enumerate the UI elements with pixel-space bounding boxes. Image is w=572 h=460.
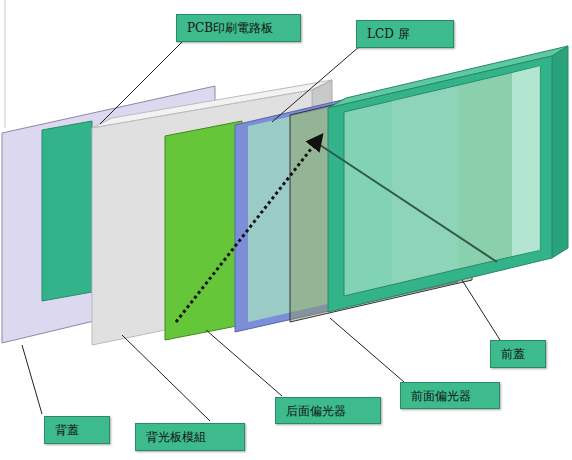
leader-line — [330, 318, 404, 382]
leader-line — [22, 345, 42, 414]
light-ray — [320, 145, 497, 262]
part-label: PCB印刷電路板 — [187, 21, 273, 35]
front-cover-side — [552, 46, 568, 258]
part-label: 前面偏光器 — [411, 389, 471, 403]
front-cover-band — [458, 73, 512, 268]
callout-box: 后面偏光器 — [275, 397, 381, 424]
callout-box: 背光板模組 — [135, 423, 245, 451]
part-label: 后面偏光器 — [286, 404, 346, 418]
leader-line — [462, 280, 500, 340]
callout-box: PCB印刷電路板 — [176, 14, 301, 42]
leader-line — [100, 42, 182, 124]
callout-box: 前蓋 — [490, 340, 546, 368]
leader-line — [272, 46, 360, 122]
part-label: 背蓋 — [55, 423, 79, 437]
callout-box: LCD 屏 — [356, 20, 454, 48]
guide-line — [5, 0, 6, 128]
leader-line — [206, 330, 282, 396]
light-path-arrow — [176, 140, 318, 322]
front-cover-band — [392, 86, 458, 284]
rear-polarizer — [165, 121, 242, 340]
pcb-board — [42, 121, 92, 301]
part-label: 前蓋 — [501, 347, 525, 361]
callout-box: 背蓋 — [44, 416, 110, 444]
leader-line — [122, 335, 210, 421]
front-cover-band — [512, 66, 540, 256]
part-label: 背光板模組 — [146, 430, 206, 444]
callout-box: 前面偏光器 — [400, 382, 500, 409]
front-cover-frame — [328, 56, 552, 312]
part-label: LCD 屏 — [367, 27, 410, 41]
